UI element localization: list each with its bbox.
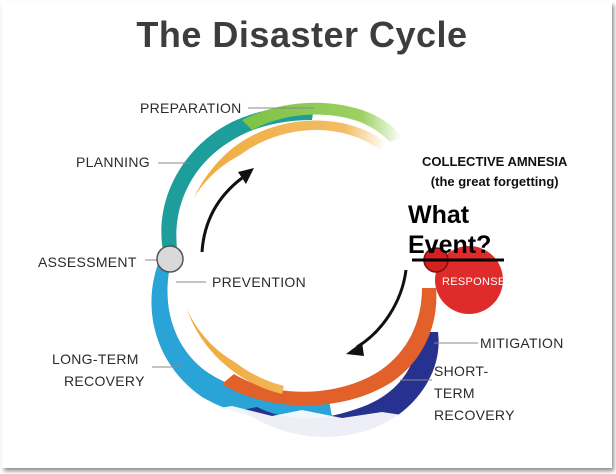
planning-label: PLANNING <box>76 154 150 170</box>
long-term-recovery-line1: LONG-TERM <box>52 351 139 367</box>
disaster-cycle-diagram <box>2 102 612 468</box>
short-term-recovery-line2: TERM <box>434 385 475 401</box>
short-term-recovery-line1: SHORT- <box>434 363 489 379</box>
short-term-recovery-band <box>242 332 439 437</box>
diagram-title: The Disaster Cycle <box>136 14 468 55</box>
what-event-line2: Event? <box>408 231 492 259</box>
downward-arrow <box>356 269 408 349</box>
mitigation-band <box>222 288 437 406</box>
long-term-recovery-band <box>151 254 332 422</box>
preparation-band <box>242 102 402 142</box>
prevention-label: PREVENTION <box>212 274 307 290</box>
long-term-recovery-line2: RECOVERY <box>64 373 145 389</box>
planning-band <box>161 105 314 256</box>
long-term-recovery-label: LONG-TERM RECOVERY <box>52 348 145 392</box>
mitigation-label: MITIGATION <box>480 335 564 351</box>
response-label: RESPONSE <box>442 276 506 288</box>
torn-paper-edge <box>2 398 612 468</box>
assessment-marker <box>156 245 184 273</box>
what-event-annotation: What Event? <box>408 200 491 260</box>
upward-arrow-head <box>238 168 254 184</box>
downward-arrow-head <box>346 342 364 356</box>
short-term-recovery-line3: RECOVERY <box>434 407 515 423</box>
assessment-label: ASSESSMENT <box>38 254 137 270</box>
diagram-frame: The Disaster Cycle <box>2 2 612 468</box>
collective-amnesia-title: COLLECTIVE AMNESIA <box>422 154 568 169</box>
upward-arrow <box>200 176 243 253</box>
short-term-recovery-label: SHORT- TERM RECOVERY <box>434 360 515 426</box>
inner-circle <box>176 142 412 378</box>
preparation-label: PREPARATION <box>140 100 242 116</box>
what-event-line1: What <box>408 201 470 229</box>
collective-amnesia-subtitle: (the great forgetting) <box>430 174 559 189</box>
response-circle <box>435 246 503 314</box>
collective-amnesia-annotation: COLLECTIVE AMNESIA (the great forgetting… <box>422 152 567 192</box>
